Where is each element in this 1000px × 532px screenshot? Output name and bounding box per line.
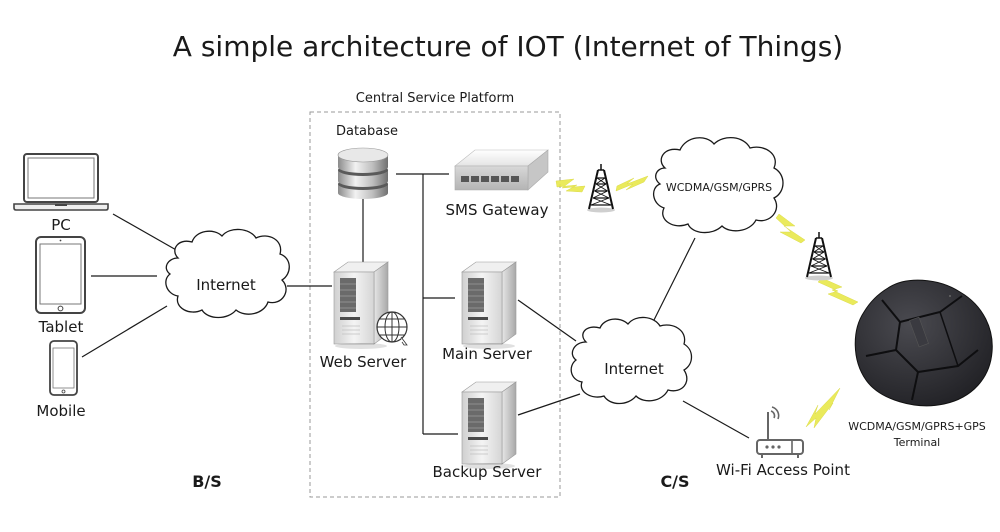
backup-server-node: Backup Server bbox=[433, 381, 543, 481]
database-label: Database bbox=[336, 124, 398, 139]
cellular-network-node: WCDMA/GSM/GPRS bbox=[653, 137, 784, 234]
wireless-bolt-tower2-terminal bbox=[817, 277, 859, 306]
smartphone-icon bbox=[49, 340, 78, 396]
network-switch-icon bbox=[454, 149, 549, 191]
wireless-bolt-sms-tower1 bbox=[555, 178, 586, 193]
database-node: Database bbox=[336, 124, 398, 199]
sms-gateway-label: SMS Gateway bbox=[445, 201, 548, 219]
wireless-connections bbox=[555, 175, 859, 429]
link-backupserver-internet bbox=[517, 393, 581, 416]
zone-label-cs: C/S bbox=[660, 472, 689, 491]
cloud-icon bbox=[570, 316, 693, 405]
wireless-bolt-wifi-terminal bbox=[805, 387, 841, 429]
link-pc-internet bbox=[112, 213, 179, 252]
wired-connections bbox=[81, 173, 750, 439]
cell-tower-icon bbox=[586, 163, 616, 214]
internet-left-node: Internet bbox=[165, 228, 290, 319]
database-icon bbox=[337, 147, 389, 199]
wireless-bolt-tower1-cellular bbox=[615, 175, 649, 192]
internet-right-label: Internet bbox=[604, 360, 664, 378]
tablet-node: Tablet bbox=[35, 236, 86, 336]
terminal-label-line1: WCDMA/GSM/GPRS+GPS bbox=[848, 420, 986, 433]
wifi-access-point-label: Wi-Fi Access Point bbox=[716, 461, 850, 479]
central-service-platform-boundary bbox=[309, 111, 561, 498]
wireless-bolt-cellular-tower2 bbox=[775, 213, 806, 244]
web-server-label: Web Server bbox=[320, 353, 407, 371]
pc-node: PC bbox=[13, 153, 109, 234]
cell-tower-icon bbox=[804, 231, 834, 282]
web-server-icon bbox=[333, 261, 408, 350]
link-mainserver-internet bbox=[517, 299, 577, 342]
gps-tracker-icon bbox=[854, 279, 993, 407]
link-internet-wifi bbox=[682, 400, 750, 439]
diagram-title: A simple architecture of IOT (Internet o… bbox=[173, 30, 843, 63]
backup-server-label: Backup Server bbox=[433, 463, 543, 481]
cloud-icon bbox=[653, 137, 784, 234]
mobile-label: Mobile bbox=[36, 402, 85, 420]
internet-right-node: Internet bbox=[570, 316, 693, 405]
globe-icon bbox=[376, 311, 408, 346]
sms-gateway-node: SMS Gateway bbox=[445, 149, 549, 219]
pc-label: PC bbox=[51, 216, 71, 234]
zone-label-bs: B/S bbox=[192, 472, 222, 491]
cell-tower-1-node bbox=[586, 163, 616, 214]
server-icon bbox=[461, 261, 517, 350]
tablet-icon bbox=[35, 236, 86, 314]
central-service-platform-label: Central Service Platform bbox=[356, 91, 514, 106]
cell-tower-2-node bbox=[804, 231, 834, 282]
main-server-label: Main Server bbox=[442, 345, 533, 363]
tablet-label: Tablet bbox=[38, 318, 84, 336]
link-mobile-internet bbox=[81, 305, 168, 358]
wifi-access-point-node: Wi-Fi Access Point bbox=[716, 406, 850, 479]
main-server-node: Main Server bbox=[442, 261, 533, 363]
internet-left-label: Internet bbox=[196, 276, 256, 294]
terminal-label-line2: Terminal bbox=[893, 436, 941, 449]
terminal-node: WCDMA/GSM/GPRS+GPS Terminal bbox=[848, 279, 993, 449]
wifi-router-icon bbox=[756, 406, 804, 458]
laptop-icon bbox=[13, 153, 109, 211]
web-server-node: Web Server bbox=[320, 261, 408, 371]
cellular-network-label: WCDMA/GSM/GPRS bbox=[666, 181, 772, 194]
link-internet-cellular bbox=[650, 237, 696, 327]
mobile-node: Mobile bbox=[36, 340, 86, 420]
server-icon bbox=[461, 381, 517, 470]
cloud-icon bbox=[165, 228, 290, 319]
